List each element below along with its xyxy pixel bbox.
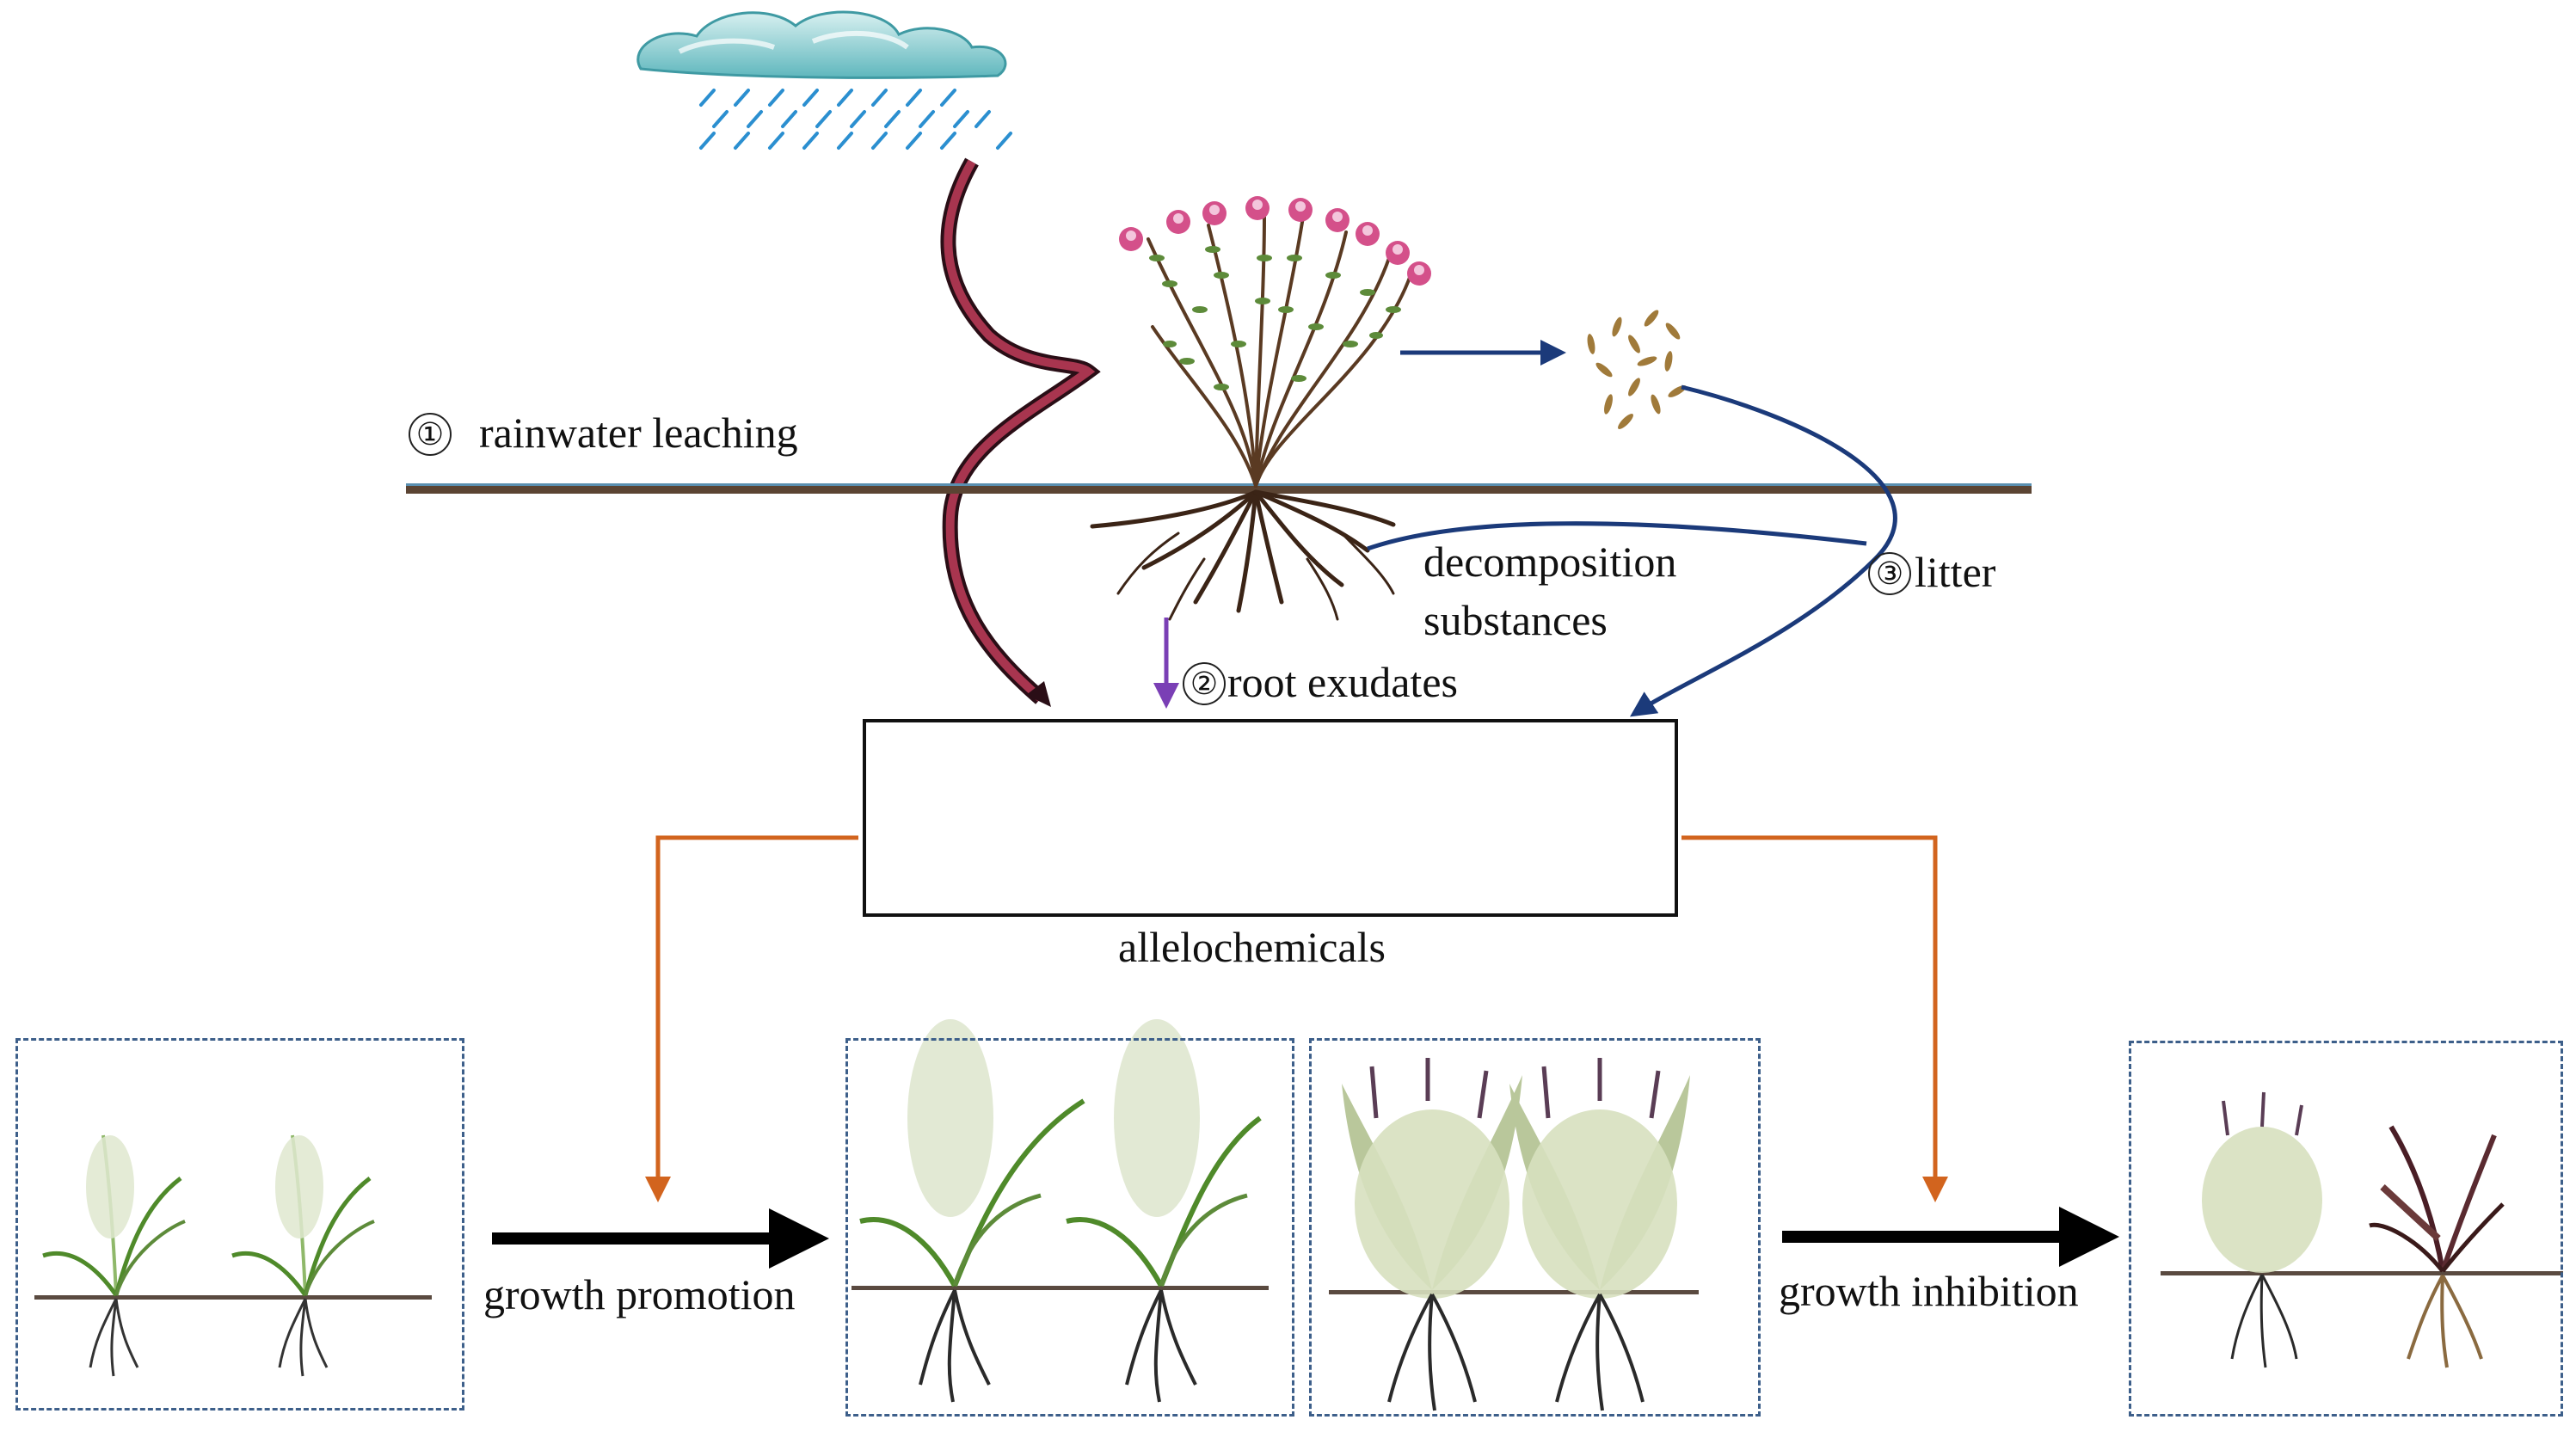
allelochemicals-box	[863, 719, 1678, 917]
decomposition-label-line1: decomposition	[1423, 538, 1677, 586]
tussock-grass-2	[1509, 1058, 1690, 1411]
growth-inhibition-label: growth inhibition	[1779, 1267, 2079, 1315]
grass-plant-small-2	[231, 1134, 375, 1377]
withered-plant	[2369, 1125, 2505, 1368]
growth-promotion-label: growth promotion	[483, 1270, 796, 1318]
rain-drops	[699, 89, 1012, 150]
rainwater-leaching-text: rainwater leaching	[479, 409, 798, 457]
allelochemicals-label: allelochemicals	[1118, 923, 1386, 971]
litter-text: litter	[1915, 548, 1996, 596]
rainwater-arrow	[940, 157, 1101, 707]
tussock-grass-healthy	[2202, 1091, 2322, 1368]
tussock-grass-1	[1342, 1058, 1522, 1411]
panel-inhibited-grass	[2129, 1041, 2563, 1417]
step-1-marker: ①	[409, 412, 452, 456]
grass-plant-small-1	[42, 1134, 186, 1377]
step-3-marker: ③	[1868, 551, 1911, 595]
litter-seeds-icon	[1587, 310, 1687, 429]
grass-plant-large-1	[859, 1019, 1085, 1403]
shrub-roots	[1090, 489, 1396, 621]
panel-ground-lines	[34, 1271, 2563, 1300]
decomposition-label-line2: substances	[1423, 596, 1608, 644]
step-2-marker: ②	[1183, 661, 1226, 705]
panel-initial-small-grass	[15, 1038, 464, 1410]
decomposition-line	[1367, 521, 1867, 551]
panel-initial-tussock	[1309, 1038, 1761, 1417]
root-exudates-text: root exudates	[1227, 658, 1458, 706]
grass-plant-large-2	[1066, 1019, 1262, 1403]
ground-line	[406, 483, 2032, 494]
inhibition-orange-arrow	[1681, 835, 1948, 1202]
promotion-orange-arrow	[645, 835, 858, 1202]
shrub-icon	[1147, 213, 1412, 488]
shrub-leaves	[1149, 246, 1401, 390]
flower-heads	[1119, 196, 1431, 286]
cloud-icon	[636, 10, 1007, 79]
panel-promoted-grass	[845, 1038, 1294, 1417]
rainwater-leaching-label: ① rainwater leaching	[409, 411, 798, 459]
